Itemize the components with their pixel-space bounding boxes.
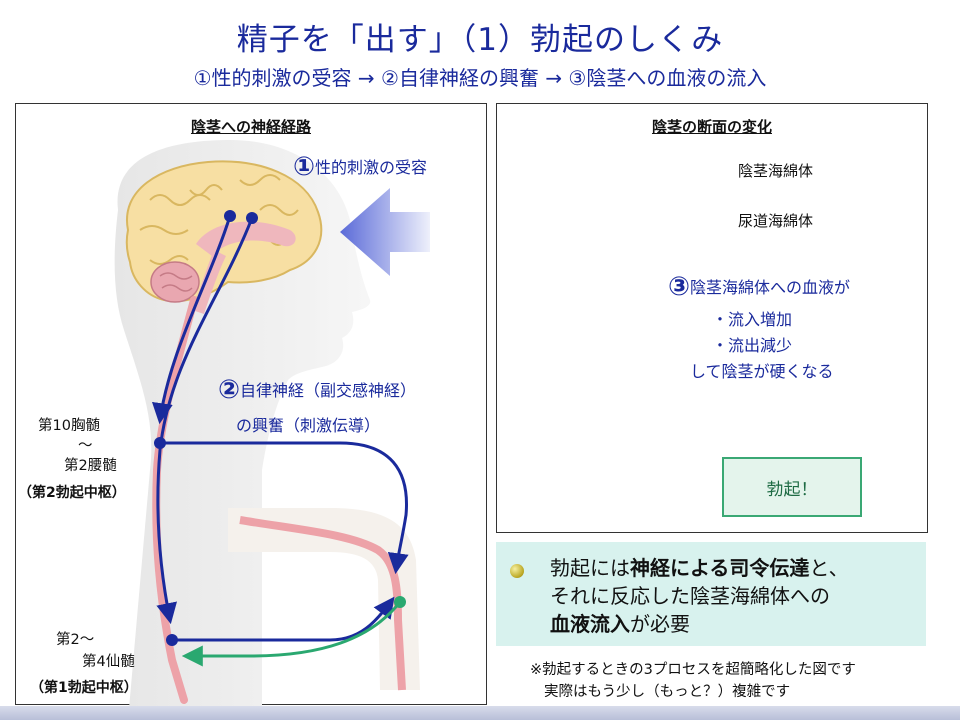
nerve-path-thoracic-to-penis <box>160 441 409 575</box>
summary-line-1: 勃起には神経による司令伝達と、 <box>550 556 849 580</box>
summary-line-2: それに反応した陰茎海綿体への <box>550 584 830 608</box>
footnote-line-2: 実際はもう少し（もっと？）複雑です <box>544 684 791 700</box>
thoracic-center-dot <box>154 437 166 449</box>
step1-label: ①性的刺激の受容 <box>293 152 428 182</box>
bottom-band <box>0 706 960 720</box>
first-erection-center-label: （第1勃起中枢） <box>30 680 138 696</box>
stimulus-arrow-icon <box>340 188 430 276</box>
page-subtitle: ①性的刺激の受容 → ②自律神経の興奮 → ③陰茎への血液の流入 <box>193 66 767 90</box>
brain-nerve-dot <box>246 212 258 224</box>
step2-label: ②自律神経（副交感神経） <box>218 375 417 405</box>
nerve-pathway-title: 陰茎への神経経路 <box>190 118 311 136</box>
nerve-path-to-thoracic <box>151 215 232 425</box>
hardening-label: して陰茎が硬くなる <box>690 362 834 381</box>
page-title: 精子を「出す」（1）勃起のしくみ <box>236 22 724 58</box>
sacral-segment-label-2: 第4仙髄 <box>82 654 135 670</box>
erection-box: 勃起！ <box>722 457 862 517</box>
thoracic-segment-label: 第10胸髄 <box>38 418 100 434</box>
footnote-line-1: ※勃起するときの3プロセスを超簡略化した図です <box>530 662 856 678</box>
brain-nerve-dot <box>224 210 236 222</box>
inflow-increase-label: ・流入増加 <box>712 310 793 329</box>
cross-section-title: 陰茎の断面の変化 <box>651 118 772 136</box>
sensory-return-path <box>181 601 402 667</box>
penis-sensor-dot <box>394 596 406 608</box>
corpus-spongiosum-label: 尿道海綿体 <box>738 212 814 230</box>
nerve-path-sacral-to-penis <box>174 596 395 642</box>
step2-label-line2: の興奮（刺激伝導） <box>236 416 381 435</box>
sacral-center-dot <box>166 634 178 646</box>
sacral-segment-label: 第2～ <box>56 632 95 648</box>
step3-label: ③陰茎海綿体への血液が <box>668 272 851 302</box>
summary-line-3: 血液流入が必要 <box>550 612 690 636</box>
summary-box: 勃起には神経による司令伝達と、 それに反応した陰茎海綿体への 血液流入が必要 <box>496 542 926 646</box>
thoracic-range-tilde: ～ <box>78 438 93 454</box>
second-erection-center-label: （第2勃起中枢） <box>18 485 126 501</box>
bullet-icon <box>510 564 524 578</box>
lumbar-segment-label: 第2腰髄 <box>64 458 117 474</box>
corpus-cavernosum-label: 陰茎海綿体 <box>738 162 814 180</box>
outflow-decrease-label: ・流出減少 <box>712 336 793 355</box>
